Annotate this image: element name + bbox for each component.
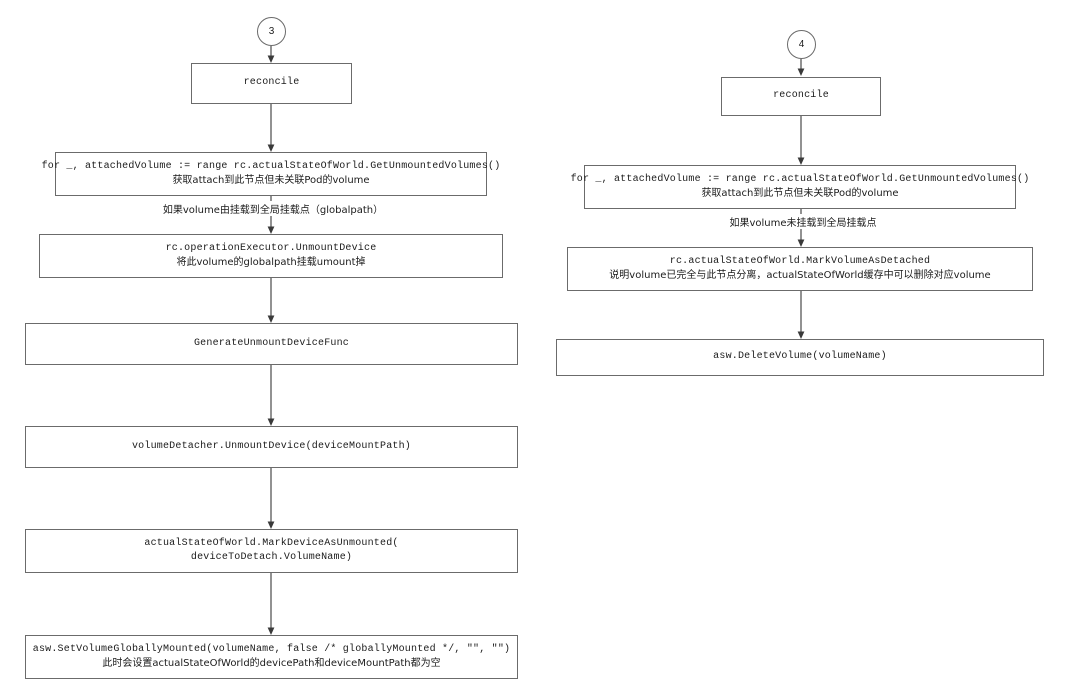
node-text-annotation: 获取attach到此节点但未关联Pod的volume: [701, 188, 899, 199]
node-text-code: asw.DeleteVolume(volumeName): [713, 351, 887, 363]
edge-label-not-globally-mounted: 如果volume未挂载到全局挂载点: [716, 214, 890, 229]
node-reconcile-3: reconcile: [191, 63, 352, 104]
connector-marker3-to-reconcile: [267, 46, 275, 63]
connector-reconcile4-to-for4: [797, 116, 805, 165]
node-for-range-4: for _, attachedVolume := range rc.actual…: [571, 165, 1029, 209]
step-marker-3: 3: [257, 17, 286, 46]
node-text: reconcile: [243, 77, 300, 89]
connector-reconcile3-to-for3: [267, 104, 275, 152]
node-text-annotation: 此时会设置actualStateOfWorld的devicePath和devic…: [102, 658, 441, 669]
node-text-code: actualStateOfWorld.MarkDeviceAsUnmounted…: [144, 537, 399, 549]
step-marker-4: 4: [787, 30, 816, 59]
connector-markdevice-to-setglobally: [267, 573, 275, 635]
node-text-code: GenerateUnmountDeviceFunc: [193, 337, 350, 349]
edge-label-globalpath: 如果volume由挂载到全局挂载点（globalpath）: [156, 201, 390, 216]
node-text-annotation: 获取attach到此节点但未关联Pod的volume: [172, 175, 370, 186]
node-text-code: for _, attachedVolume := range rc.actual…: [41, 160, 501, 172]
connector-volumedetacher-to-markdevice: [267, 468, 275, 529]
connector-unmountdevice-to-generatefunc: [267, 278, 275, 323]
node-mark-device-as-unmounted: actualStateOfWorld.MarkDeviceAsUnmounted…: [25, 529, 518, 573]
node-set-volume-globally-mounted: asw.SetVolumeGloballyMounted(volumeName,…: [25, 635, 518, 679]
connector-marker4-to-reconcile: [797, 59, 805, 76]
node-reconcile-4: reconcile: [721, 77, 881, 116]
node-delete-volume: asw.DeleteVolume(volumeName): [556, 339, 1044, 376]
node-mark-volume-as-detached: rc.actualStateOfWorld.MarkVolumeAsDetach…: [567, 247, 1033, 291]
connector-markvolume-to-deletevolume: [797, 291, 805, 339]
node-text-annotation: 将此volume的globalpath挂载umount掉: [176, 257, 366, 268]
node-text-annotation: 说明volume已完全与此节点分离，actualStateOfWorld缓存中可…: [609, 270, 991, 281]
node-text-code: for _, attachedVolume := range rc.actual…: [570, 173, 1030, 185]
node-text-code: volumeDetacher.UnmountDevice(deviceMount…: [131, 440, 412, 452]
node-for-range-3: for _, attachedVolume := range rc.actual…: [42, 152, 500, 196]
node-text-code: rc.actualStateOfWorld.MarkVolumeAsDetach…: [669, 255, 931, 267]
node-text-code: rc.operationExecutor.UnmountDevice: [165, 242, 377, 254]
node-text-code-cont: deviceToDetach.VolumeName): [190, 552, 353, 563]
node-generate-unmount-device-func: GenerateUnmountDeviceFunc: [25, 323, 518, 365]
node-text: reconcile: [773, 90, 829, 102]
node-text-code: asw.SetVolumeGloballyMounted(volumeName,…: [32, 643, 511, 655]
connector-generatefunc-to-volumedetacher: [267, 365, 275, 426]
node-volume-detacher-unmount-device: volumeDetacher.UnmountDevice(deviceMount…: [25, 426, 518, 468]
node-unmount-device-3: rc.operationExecutor.UnmountDevice 将此vol…: [39, 234, 503, 278]
